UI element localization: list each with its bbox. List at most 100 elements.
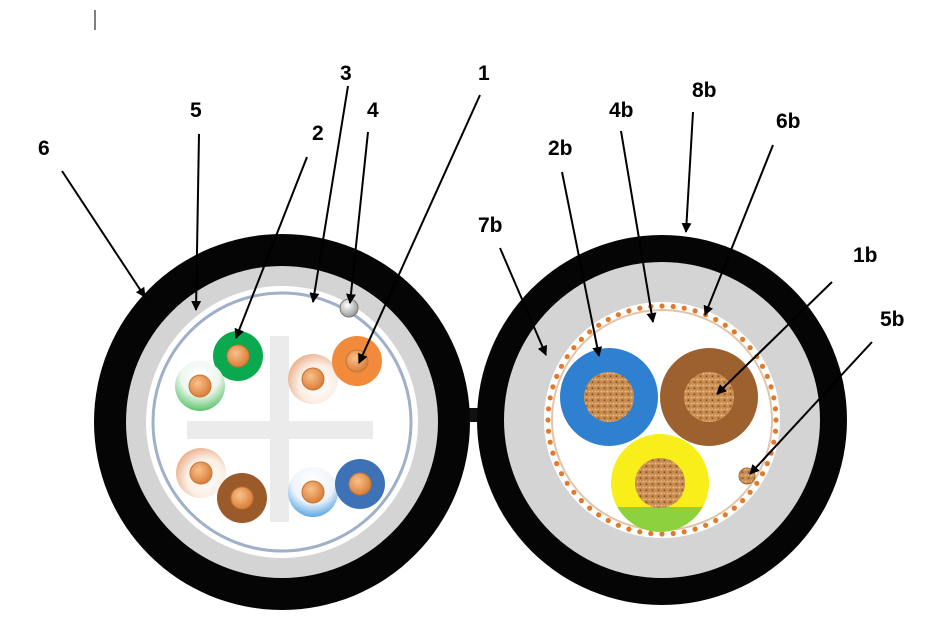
braid-strand — [596, 322, 602, 328]
braid-strand — [747, 489, 753, 495]
braid-strand — [648, 530, 654, 537]
braid-strand — [703, 522, 709, 528]
label-7b: 7b — [478, 214, 503, 237]
braid-strand — [554, 373, 560, 379]
braid-strand — [547, 439, 553, 445]
braid-strand — [713, 316, 719, 323]
braid-strand — [768, 384, 774, 390]
copper-conductor — [230, 486, 254, 510]
braid-strand — [550, 450, 556, 456]
braid-strand — [764, 373, 770, 379]
braid-strand — [722, 512, 728, 518]
braid-strand — [731, 505, 737, 511]
stranded-core — [584, 372, 634, 422]
braid-strand — [571, 489, 577, 495]
braid-strand — [545, 428, 552, 434]
leader-arrow-8b — [681, 111, 694, 233]
label-5: 5 — [190, 99, 202, 122]
braid-strand — [605, 316, 611, 323]
braid-strand — [545, 417, 551, 423]
braid-strand — [637, 305, 643, 311]
braid-strand — [740, 336, 746, 342]
label-4: 4 — [367, 99, 379, 122]
braid-strand — [605, 517, 611, 524]
braid-strand — [754, 480, 760, 486]
leader-arrow-2 — [234, 156, 308, 339]
copper-conductor — [301, 367, 325, 391]
braid-strand — [637, 529, 643, 535]
pair-green — [175, 331, 263, 411]
label-1: 1 — [478, 62, 490, 85]
braid-strand — [587, 329, 593, 335]
braid-strand — [681, 529, 687, 535]
copper-conductor — [189, 461, 213, 485]
braid-strand — [571, 345, 577, 351]
copper-conductor — [345, 349, 369, 373]
pair-blue — [288, 459, 385, 517]
braid-strand — [722, 322, 728, 328]
braid-strand — [558, 471, 565, 477]
cross-separator-horizontal — [187, 421, 373, 439]
braid-strand — [587, 505, 593, 511]
right-cable — [477, 235, 847, 605]
braid-strand — [596, 512, 602, 518]
braid-strand — [615, 522, 622, 528]
leader-arrow-6 — [61, 170, 146, 298]
braid-strand — [558, 363, 565, 369]
braid-strand — [692, 526, 698, 532]
label-2b: 2b — [548, 137, 573, 160]
braid-strand — [731, 329, 737, 335]
leader-arrow-5b — [749, 341, 873, 475]
copper-conductor — [226, 344, 250, 368]
left-cable — [94, 234, 470, 610]
leader-arrow-6b — [703, 144, 774, 316]
braid-strand — [692, 308, 698, 314]
leader-arrow-4 — [345, 131, 369, 304]
braid-strand — [670, 530, 676, 537]
braid-strand — [554, 461, 560, 467]
label-6b: 6b — [776, 110, 801, 133]
label-8b: 8b — [692, 79, 717, 102]
braid-strand — [615, 312, 622, 318]
braid-strand — [771, 395, 777, 401]
braid-strand — [764, 461, 770, 467]
leader-arrow-2b — [561, 171, 603, 357]
pair-brown — [176, 448, 267, 523]
braid-strand — [578, 498, 585, 504]
copper-conductor — [348, 472, 372, 496]
braid-strand — [564, 480, 570, 486]
braid-strand — [759, 471, 766, 477]
copper-conductor — [188, 374, 212, 398]
braid-strand — [545, 406, 552, 412]
braid-strand — [772, 428, 779, 434]
label-3: 3 — [340, 62, 352, 85]
label-1b: 1b — [853, 244, 878, 267]
braid-strand — [747, 345, 753, 351]
braid-strand — [659, 303, 665, 309]
braid-strand — [773, 417, 779, 423]
label-2: 2 — [312, 122, 324, 145]
braid-strand — [771, 439, 777, 445]
label-4b: 4b — [609, 99, 634, 122]
copper-conductor — [301, 480, 325, 504]
braid-strand — [670, 303, 676, 310]
braid-strand — [740, 498, 746, 504]
braid-strand — [759, 363, 766, 369]
braid-strand — [659, 531, 665, 537]
label-5b: 5b — [880, 308, 905, 331]
braid-strand — [564, 354, 570, 360]
drain-wire — [339, 298, 359, 318]
braid-strand — [578, 336, 585, 342]
stranded-core — [635, 458, 685, 508]
leader-arrow-1 — [358, 94, 481, 364]
leader-arrow-1b — [716, 281, 833, 395]
leader-arrow-4b — [620, 130, 657, 323]
braid-strand — [626, 526, 632, 532]
braid-strand — [681, 305, 687, 311]
braid-strand — [550, 384, 556, 390]
label-6: 6 — [38, 137, 50, 160]
braid-strand — [713, 517, 719, 524]
leader-arrow-5 — [191, 133, 202, 311]
stranded-core — [684, 372, 734, 422]
